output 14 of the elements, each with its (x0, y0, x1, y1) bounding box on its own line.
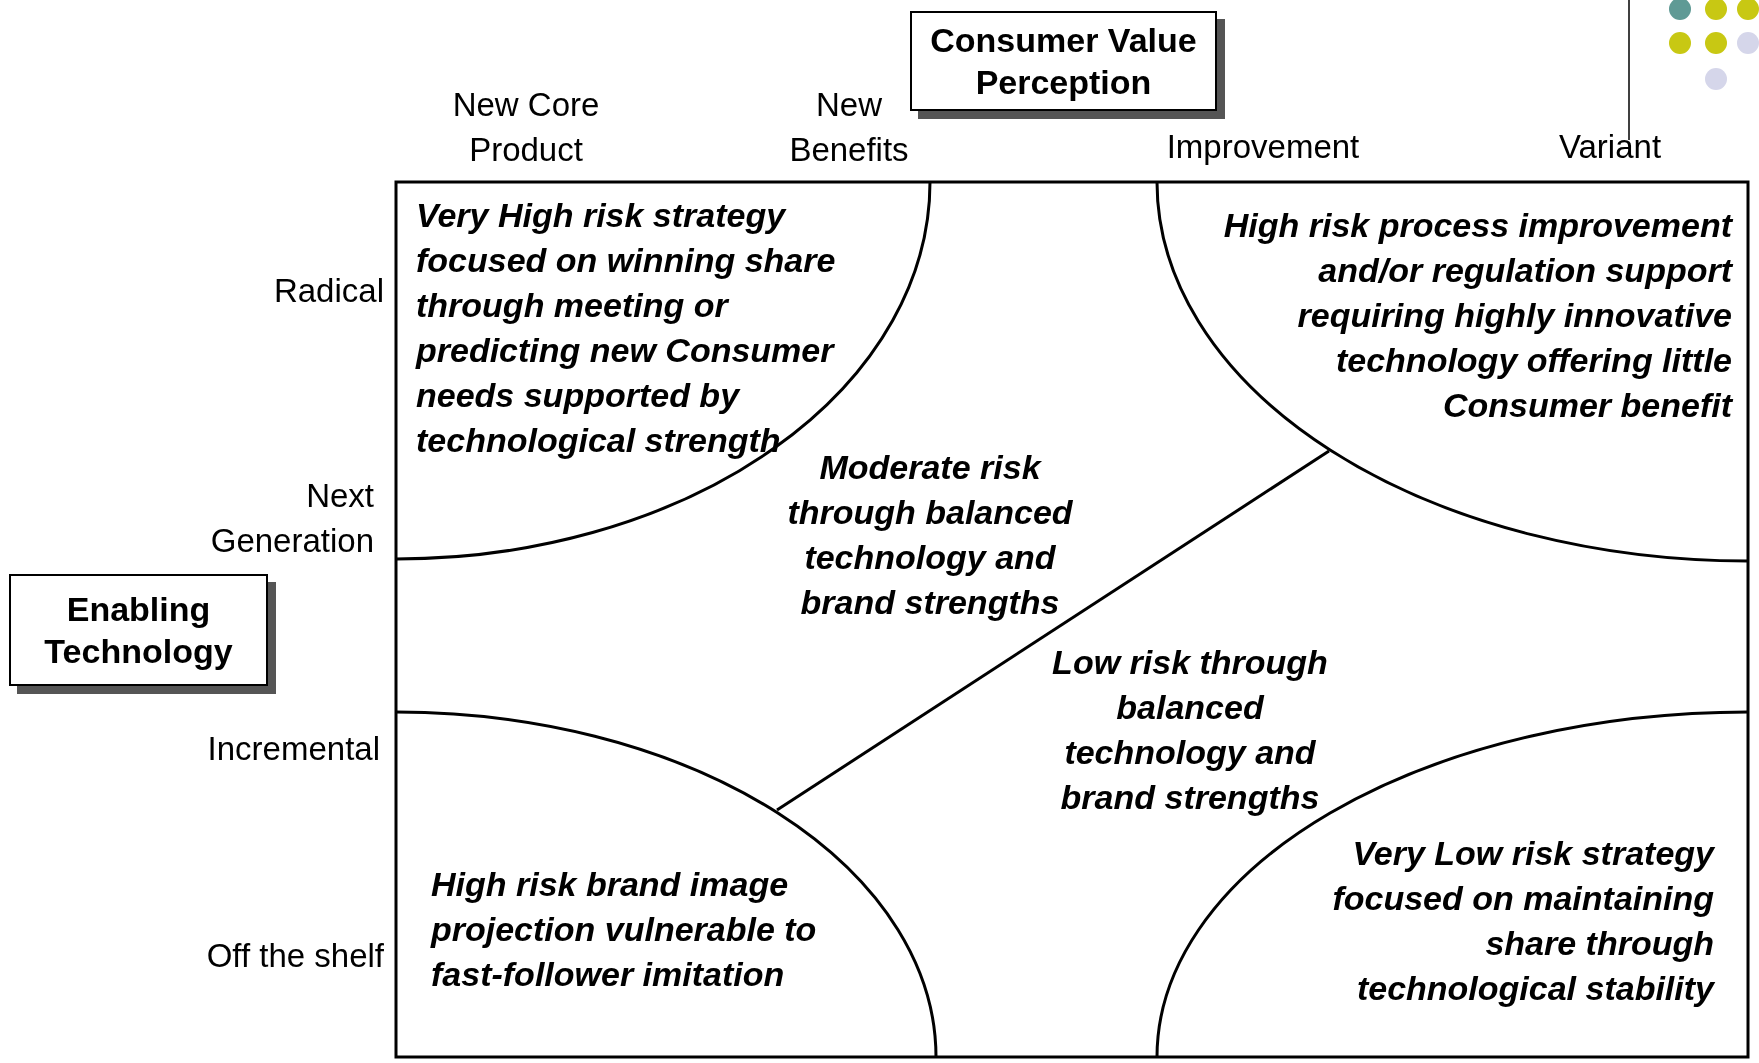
row-header: Incremental (206, 730, 380, 768)
column-header: New Core Product (451, 85, 601, 170)
row-header: Off the shelf (205, 937, 384, 975)
region-text: High risk brand image projection vulnerable to fast-follower imitation (431, 864, 818, 995)
region-arc (1155, 181, 1749, 563)
column-header: New Benefits (788, 85, 910, 170)
region-arc (395, 710, 938, 1058)
column-header: Improvement (1165, 128, 1361, 166)
row-header: Next Generation (209, 476, 374, 561)
region-text: High risk process improvement and/or regulation support requiring highly innovative technology offering little Consumer benefit (1222, 205, 1732, 426)
row-header: Radical (272, 272, 384, 310)
column-header: Variant (1557, 128, 1663, 166)
region-text: Very Low risk strategy focused on maintaining share through technological stability (1331, 833, 1714, 1009)
region-text: Low risk through balanced technology and brand strengths (1051, 642, 1329, 818)
